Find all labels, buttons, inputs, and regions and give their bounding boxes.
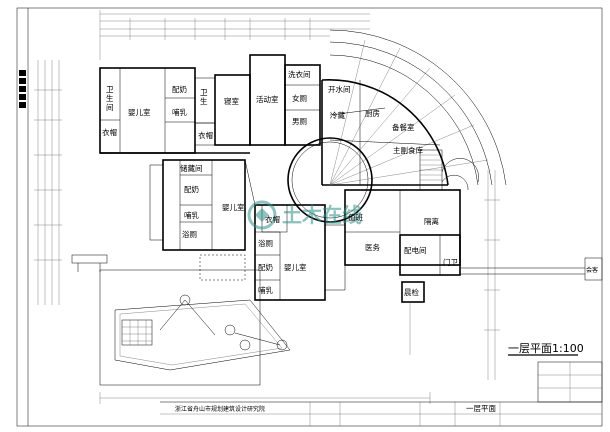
dashed-area: [199, 254, 246, 281]
block-e-walls: [344, 189, 461, 355]
room-duty: 值班: [348, 212, 363, 222]
playground: [99, 269, 291, 386]
block-a-walls: [99, 67, 250, 154]
plan-title: 一层平面1:100: [508, 342, 584, 355]
block-b-walls: [214, 54, 321, 146]
arc-wing: [321, 29, 507, 186]
room-isolation: 隔离: [424, 216, 439, 226]
room-female-wc: 女厕: [292, 93, 307, 103]
right-dimension-lines: [484, 170, 500, 380]
room-feed3: 哺乳: [258, 285, 273, 295]
room-medical: 医务: [365, 242, 380, 252]
room-kitchen: 厨房: [365, 108, 380, 118]
room-feed1: 哺乳: [172, 107, 187, 117]
room-baby2: 婴儿室: [222, 202, 245, 212]
left-dimension-lines: [34, 60, 62, 305]
room-milk3: 配奶: [258, 262, 273, 272]
room-bedroom: 寝室: [224, 96, 239, 106]
room-male-wc: 男厕: [292, 117, 307, 126]
top-dimension-lines: [99, 10, 370, 60]
sheet-title: 一层平面: [466, 404, 496, 413]
room-milk2: 配奶: [184, 184, 199, 194]
room-prep: 备餐室: [392, 122, 415, 132]
room-staple: 主副食库: [393, 145, 423, 155]
block-c-walls: [149, 159, 246, 251]
binding-strip: [19, 70, 26, 108]
room-baby1: 婴儿室: [128, 107, 151, 117]
circular-hall: [287, 137, 373, 223]
room-wardrobe3: 衣帽: [265, 214, 280, 224]
corridors: [244, 159, 346, 291]
room-gallery: 会客: [586, 266, 598, 274]
room-wardrobe2: 衣帽: [198, 130, 213, 140]
watermark-text: 土木在线: [282, 203, 362, 227]
room-toilet2: 卫生: [200, 88, 208, 106]
stairs: [419, 149, 479, 191]
room-guard: 门卫: [443, 258, 458, 267]
room-storage: 储藏间: [180, 163, 203, 173]
footer-org: 浙江省舟山市规划建筑设计研究院: [175, 405, 265, 413]
room-boiler: 开水间: [328, 84, 351, 94]
east-path: [460, 257, 603, 281]
room-morning-check: 晨检: [404, 287, 419, 297]
room-bath1: 浴厕: [182, 229, 197, 239]
sheet-border: [16, 7, 603, 427]
room-milk1: 配奶: [172, 84, 187, 94]
room-laundry: 洗衣间: [288, 69, 311, 79]
title-block: [160, 361, 603, 426]
room-toilet1: 卫生间: [106, 85, 114, 112]
room-baby3: 婴儿室: [284, 262, 307, 272]
room-feed2: 哺乳: [184, 210, 199, 220]
room-wardrobe1: 衣帽: [102, 127, 117, 137]
room-power: 配电间: [404, 245, 427, 255]
play-equipment-left: [71, 254, 108, 272]
watermark-logo: [247, 200, 277, 230]
room-activity: 活动室: [256, 94, 279, 104]
room-bath2: 浴厕: [258, 238, 273, 248]
room-cold: 冷藏: [330, 110, 345, 120]
